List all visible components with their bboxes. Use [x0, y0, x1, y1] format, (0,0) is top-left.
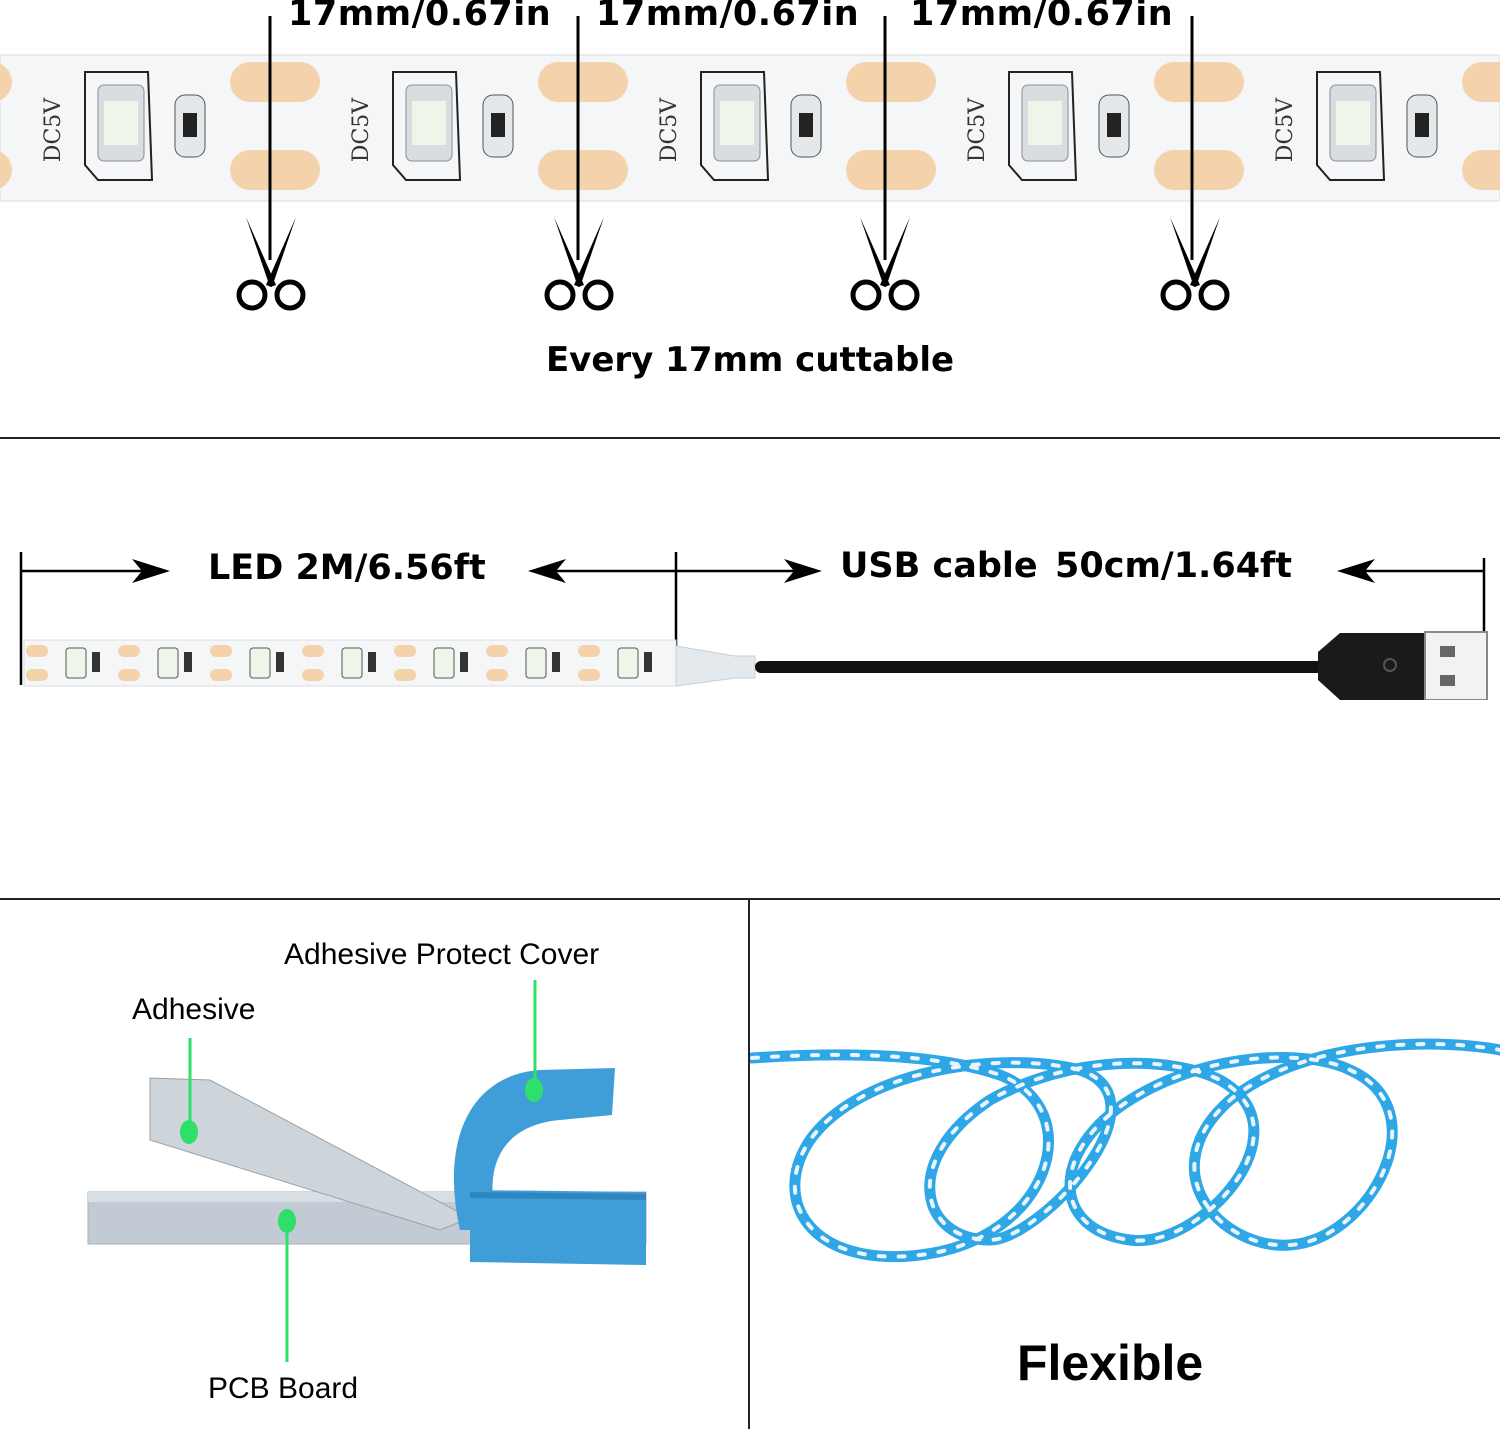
copper-pad — [394, 645, 416, 657]
strip-layers-illustration — [87, 980, 647, 1362]
copper-pad — [486, 669, 508, 681]
usb-cable-label: USB cable — [840, 546, 1038, 586]
copper-pad — [1154, 150, 1244, 190]
copper-pad — [1462, 62, 1500, 102]
copper-pad — [26, 669, 48, 681]
segment-length-label: 17mm/0.67in — [910, 0, 1174, 34]
copper-pad — [302, 669, 324, 681]
adhesive-protect-cover-label: Adhesive Protect Cover — [284, 938, 600, 971]
cut-caption: Every 17mm cuttable — [545, 340, 955, 380]
copper-pad — [394, 669, 416, 681]
led-emitter — [1336, 101, 1370, 145]
copper-pad — [846, 62, 936, 102]
strip-marking: DC5V — [349, 97, 374, 162]
scissors-icon — [1160, 217, 1230, 311]
arrow-icon — [132, 559, 1375, 583]
led-emitter — [1028, 101, 1062, 145]
adhesive-label: Adhesive — [132, 993, 256, 1026]
flexible-title: Flexible — [1017, 1335, 1204, 1391]
led-emitter — [720, 101, 754, 145]
resistor-body — [1415, 113, 1429, 137]
section-divider — [0, 437, 1500, 439]
copper-pad — [486, 645, 508, 657]
copper-pad — [230, 62, 320, 102]
copper-pad — [1462, 150, 1500, 190]
resistor-body — [799, 113, 813, 137]
resistor — [368, 652, 376, 672]
copper-pad — [1154, 62, 1244, 102]
led-chip — [433, 647, 455, 679]
led-outline — [84, 71, 154, 181]
led-chip — [525, 647, 547, 679]
led-length-label: LED 2M/6.56ft — [208, 548, 486, 588]
copper-pad — [230, 150, 320, 190]
copper-pad — [210, 645, 232, 657]
segment-length-label: 17mm/0.67in — [596, 0, 860, 34]
copper-pad — [302, 645, 324, 657]
resistor — [184, 652, 192, 672]
copper-pad — [0, 63, 12, 101]
led-chip — [617, 647, 639, 679]
copper-pad — [118, 669, 140, 681]
led-emitter — [412, 101, 446, 145]
resistor — [92, 652, 100, 672]
copper-pad — [538, 150, 628, 190]
led-emitter — [104, 101, 138, 145]
strip-marking: DC5V — [1273, 97, 1298, 162]
led-chip — [249, 647, 271, 679]
copper-pad — [846, 150, 936, 190]
panel-divider — [748, 899, 750, 1429]
led-outline — [1316, 71, 1386, 181]
resistor-body — [183, 113, 197, 137]
copper-pad — [26, 645, 48, 657]
copper-pad — [210, 669, 232, 681]
usb-plug-icon — [1318, 631, 1488, 700]
usb-length-label: 50cm/1.64ft — [1055, 546, 1293, 586]
copper-pad — [578, 645, 600, 657]
resistor — [276, 652, 284, 672]
resistor-body — [491, 113, 505, 137]
copper-pad — [118, 645, 140, 657]
led-outline — [1008, 71, 1078, 181]
led-chip — [65, 647, 87, 679]
led-chip — [341, 647, 363, 679]
resistor — [460, 652, 468, 672]
strip-marking: DC5V — [41, 97, 66, 162]
dimension-diagram — [19, 552, 1488, 700]
section-divider — [0, 898, 1500, 900]
led-outline — [392, 71, 462, 181]
led-strip-closeup: DC5VDC5VDC5VDC5VDC5VDC5V — [0, 16, 1500, 260]
resistor — [552, 652, 560, 672]
scissors-icon — [544, 217, 614, 311]
scissors-icon — [236, 217, 306, 311]
scissors-icon — [850, 217, 920, 311]
resistor-body — [1107, 113, 1121, 137]
pcb-board-label: PCB Board — [208, 1372, 359, 1405]
copper-pad — [0, 151, 12, 189]
strip-marking: DC5V — [965, 97, 990, 162]
coiled-strip-illustration — [750, 1038, 1500, 1262]
segment-length-label: 17mm/0.67in — [288, 0, 552, 34]
copper-pad — [578, 669, 600, 681]
copper-pad — [538, 62, 628, 102]
led-outline — [700, 71, 770, 181]
resistor — [644, 652, 652, 672]
strip-marking: DC5V — [657, 97, 682, 162]
led-chip — [157, 647, 179, 679]
